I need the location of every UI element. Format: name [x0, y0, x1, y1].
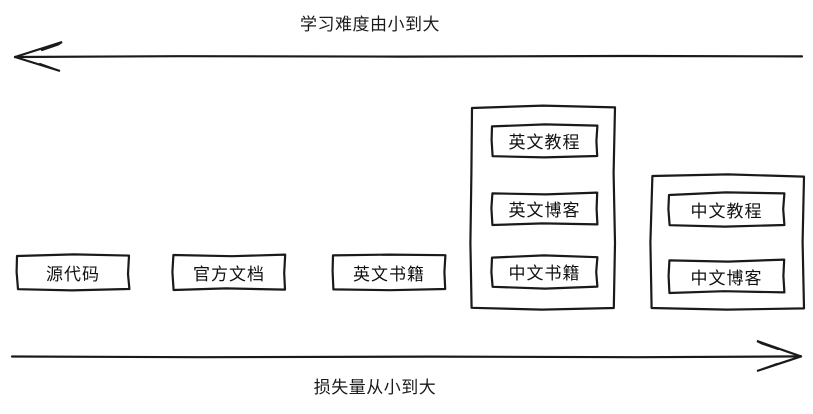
node-border [331, 253, 447, 292]
node-label: 英文书籍 [353, 264, 425, 285]
node-border [171, 253, 287, 292]
node-chinese-tutorial[interactable]: 中文教程 [666, 190, 787, 228]
node-official-docs[interactable]: 官方文档 [170, 252, 288, 292]
node-english-tutorial[interactable]: 英文教程 [489, 122, 600, 159]
node-label: 英文教程 [508, 133, 581, 153]
loss-axis-arrow [10, 339, 803, 373]
loss-axis-label: 损失量从小到大 [313, 378, 437, 398]
node-border [667, 258, 786, 295]
node-border [490, 123, 599, 159]
node-label: 中文教程 [690, 201, 763, 222]
difficulty-axis-label: 学习难度由小到大 [300, 15, 440, 35]
node-label: 源代码 [46, 264, 100, 285]
node-english-books[interactable]: 英文书籍 [330, 252, 448, 292]
node-border [490, 191, 599, 227]
node-border [667, 191, 786, 228]
group-english-materials: 英文教程 英文博客 中文书籍 [468, 103, 618, 312]
node-border [15, 253, 131, 292]
node-chinese-blog[interactable]: 中文博客 [666, 257, 787, 295]
difficulty-axis-arrow [13, 40, 804, 73]
node-source-code[interactable]: 源代码 [14, 252, 132, 292]
node-english-blog[interactable]: 英文博客 [489, 190, 600, 227]
group-chinese-materials: 中文教程 中文博客 [648, 172, 807, 312]
node-label: 中文博客 [690, 268, 763, 289]
node-label: 中文书籍 [508, 264, 581, 284]
node-border [490, 254, 599, 290]
node-label: 官方文档 [193, 264, 265, 285]
node-label: 英文博客 [508, 201, 581, 221]
node-chinese-books[interactable]: 中文书籍 [489, 253, 600, 290]
